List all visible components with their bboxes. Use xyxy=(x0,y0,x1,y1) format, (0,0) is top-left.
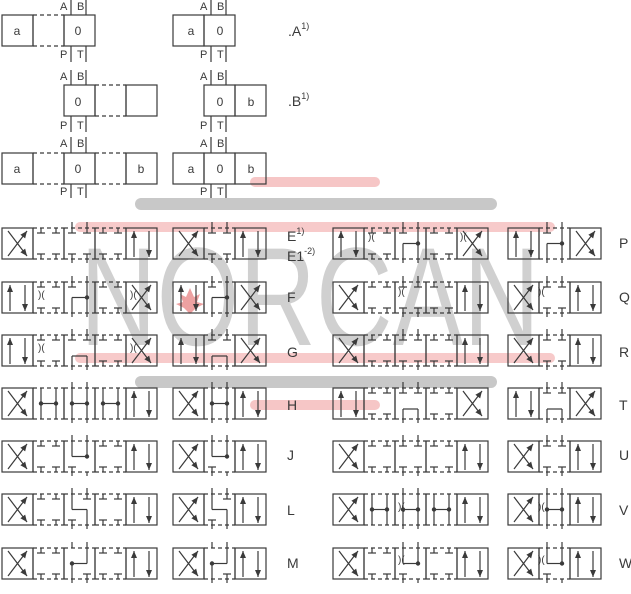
port-P: P xyxy=(200,120,208,132)
position-b: b xyxy=(247,162,255,176)
port-T: T xyxy=(77,120,84,132)
position-0: 0 xyxy=(216,24,224,38)
port-B: B xyxy=(77,1,85,13)
svg-text:)(: )( xyxy=(460,232,467,243)
port-A: A xyxy=(60,71,68,83)
spool-label-T: T xyxy=(619,397,628,413)
position-0: 0 xyxy=(216,162,224,176)
port-B: B xyxy=(217,1,225,13)
svg-text:)(: )( xyxy=(398,555,405,566)
port-A: A xyxy=(200,1,208,13)
svg-text:)(: )( xyxy=(538,287,545,298)
svg-text:)(: )( xyxy=(538,502,545,513)
spool-label-H: H xyxy=(287,397,298,413)
port-B: B xyxy=(77,138,85,150)
svg-text:)(: )( xyxy=(38,290,45,301)
position-0: 0 xyxy=(74,95,82,109)
port-T: T xyxy=(77,49,84,61)
position-0: 0 xyxy=(74,24,82,38)
svg-text:)(: )( xyxy=(130,290,137,301)
spool-label-J: J xyxy=(287,447,294,463)
svg-text:)(: )( xyxy=(398,287,405,298)
position-a: a xyxy=(187,162,195,176)
spool-label-A: .A1) xyxy=(288,21,310,39)
spool-label-B: .B1) xyxy=(288,91,310,109)
position-0: 0 xyxy=(216,95,224,109)
port-P: P xyxy=(60,49,68,61)
port-P: P xyxy=(200,49,208,61)
svg-text:)(: )( xyxy=(38,343,45,354)
position-a: a xyxy=(187,24,195,38)
svg-text:)(: )( xyxy=(398,502,405,513)
port-A: A xyxy=(200,138,208,150)
spool-label-L: L xyxy=(287,502,295,518)
spool-label-E: E1) xyxy=(287,226,305,244)
port-B: B xyxy=(77,71,85,83)
spool-label-Q: Q xyxy=(619,289,630,305)
port-B: B xyxy=(217,138,225,150)
svg-text:)(: )( xyxy=(368,232,375,243)
spool-label-F: F xyxy=(287,289,296,305)
position-b: b xyxy=(247,95,255,109)
position-a: a xyxy=(13,24,21,38)
port-T: T xyxy=(217,49,224,61)
spool-label-E1: E1-2) xyxy=(287,246,316,264)
spool-label-P: P xyxy=(619,235,629,251)
position-b: b xyxy=(137,162,145,176)
port-P: P xyxy=(60,120,68,132)
port-A: A xyxy=(60,138,68,150)
svg-text:)(: )( xyxy=(538,555,545,566)
port-T: T xyxy=(217,120,224,132)
position-a: a xyxy=(13,162,21,176)
spool-label-M: M xyxy=(287,555,299,571)
spool-label-W: W xyxy=(619,555,631,571)
port-B: B xyxy=(217,71,225,83)
port-T: T xyxy=(77,186,84,198)
spool-label-V: V xyxy=(619,502,629,518)
port-A: A xyxy=(200,71,208,83)
spool-label-G: G xyxy=(287,344,298,360)
port-A: A xyxy=(60,1,68,13)
port-P: P xyxy=(200,186,208,198)
svg-text:)(: )( xyxy=(130,343,137,354)
spool-label-U: U xyxy=(619,447,630,463)
spool-label-R: R xyxy=(619,344,630,360)
position-0: 0 xyxy=(74,162,82,176)
port-T: T xyxy=(217,186,224,198)
port-P: P xyxy=(60,186,68,198)
